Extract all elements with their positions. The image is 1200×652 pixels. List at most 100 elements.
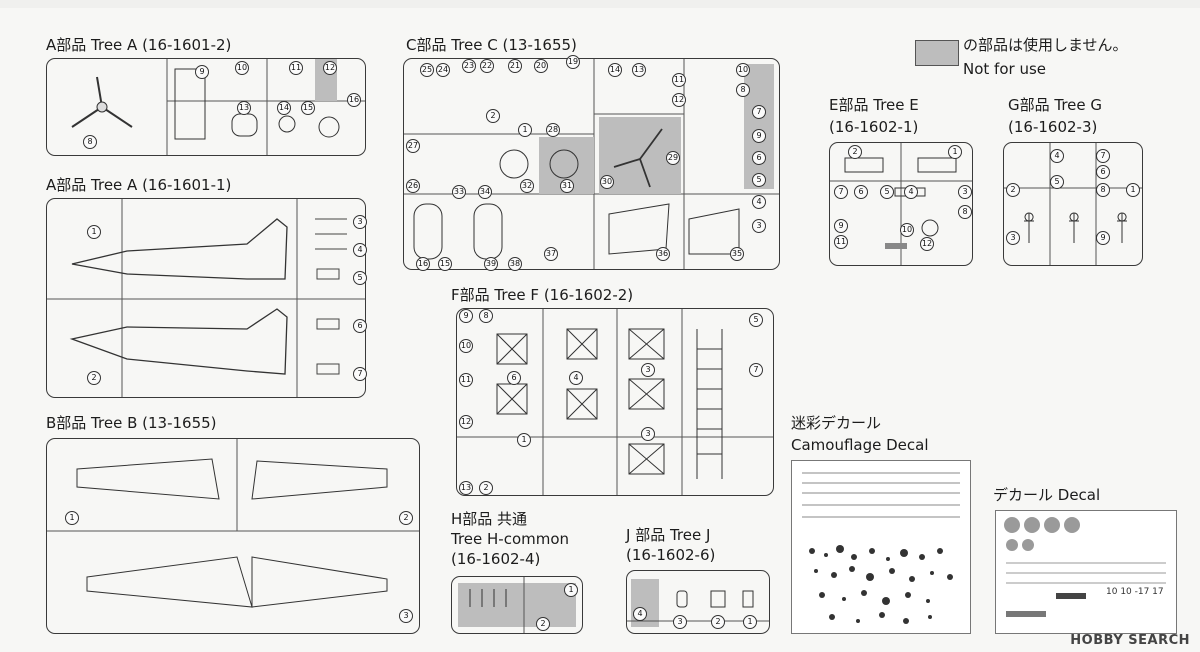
part-num: 13 (632, 63, 646, 77)
part-num: 5 (1050, 175, 1064, 189)
roundel-decal (1004, 517, 1020, 533)
tree-a1-title: A部品 Tree A (16-1601-1) (46, 176, 232, 194)
part-num: 1 (518, 123, 532, 137)
tree-g-frame: 4 5 2 7 6 8 3 9 1 (1003, 142, 1143, 266)
part-num: 5 (880, 185, 894, 199)
tree-b-title: B部品 Tree B (13-1655) (46, 414, 217, 432)
tree-h-drawing (458, 577, 576, 633)
part-num: 9 (459, 309, 473, 323)
tree-j-code: (16-1602-6) (626, 546, 716, 564)
not-for-use-swatch (915, 40, 959, 66)
tree-e-title: E部品 Tree E (829, 96, 919, 114)
part-num: 13 (237, 101, 251, 115)
part-num: 3 (641, 427, 655, 441)
part-num: 5 (752, 173, 766, 187)
part-num: 9 (1096, 231, 1110, 245)
part-num: 13 (459, 481, 473, 495)
part-num: 39 (484, 257, 498, 271)
part-num: 2 (536, 617, 550, 631)
part-num: 30 (600, 175, 614, 189)
tree-e-frame: 2 1 3 7 6 5 4 9 8 11 10 12 (829, 142, 973, 266)
part-num: 32 (520, 179, 534, 193)
tree-e-code: (16-1602-1) (829, 118, 919, 136)
tree-c-title: C部品 Tree C (13-1655) (406, 36, 577, 54)
page-top-edge (0, 0, 1200, 8)
part-num: 3 (752, 219, 766, 233)
part-num: 14 (608, 63, 622, 77)
tree-a1-drawing (47, 199, 365, 397)
part-num: 26 (406, 179, 420, 193)
decal-numbers: 10 10 -17 17 (1106, 587, 1164, 597)
part-num: 5 (353, 271, 367, 285)
tree-a2-title: A部品 Tree A (16-1601-2) (46, 36, 232, 54)
part-num: 6 (353, 319, 367, 333)
part-num: 3 (641, 363, 655, 377)
part-num: 10 (900, 223, 914, 237)
part-num: 3 (353, 215, 367, 229)
tree-j-frame: 4 3 2 1 (626, 570, 770, 634)
watermark: HOBBY SEARCH (1070, 633, 1190, 648)
part-num: 20 (534, 59, 548, 73)
part-num: 12 (920, 237, 934, 251)
part-num: 2 (479, 481, 493, 495)
tree-c-drawing (404, 59, 779, 269)
part-num: 6 (1096, 165, 1110, 179)
part-num: 2 (87, 371, 101, 385)
part-num: 3 (1006, 231, 1020, 245)
part-num: 5 (749, 313, 763, 327)
part-num: 21 (508, 59, 522, 73)
camo-decal-en: Camouflage Decal (791, 436, 929, 454)
tree-a1-frame: 1 2 3 4 5 6 7 (46, 198, 367, 398)
part-num: 8 (958, 205, 972, 219)
part-num: 4 (633, 607, 647, 621)
part-num: 10 (459, 339, 473, 353)
tree-h-frame: 1 2 (451, 576, 583, 634)
roundel-decal (1064, 517, 1080, 533)
tree-h-sub: Tree H-common (451, 530, 570, 548)
part-num: 1 (87, 225, 101, 239)
part-num: 8 (83, 135, 97, 149)
part-num: 1 (65, 511, 79, 525)
legend-en: Not for use (963, 60, 1046, 78)
part-num: 23 (462, 59, 476, 73)
part-num: 12 (459, 415, 473, 429)
part-num: 11 (289, 61, 303, 75)
part-num: 28 (546, 123, 560, 137)
part-num: 16 (416, 257, 430, 271)
part-num: 4 (569, 371, 583, 385)
part-num: 22 (480, 59, 494, 73)
part-num: 35 (730, 247, 744, 261)
roundel-decal (1006, 539, 1018, 551)
part-num: 9 (195, 65, 209, 79)
part-num: 7 (353, 367, 367, 381)
tree-c-frame: 25 24 23 22 21 20 19 14 13 11 12 10 8 7 … (403, 55, 780, 271)
part-num: 10 (235, 61, 249, 75)
part-num: 4 (752, 195, 766, 209)
part-num: 16 (347, 93, 361, 107)
tree-b-frame: 1 2 3 (46, 438, 420, 634)
part-num: 3 (399, 609, 413, 623)
part-num: 7 (834, 185, 848, 199)
part-num: 9 (834, 219, 848, 233)
roundel-decal (1044, 517, 1060, 533)
part-num: 27 (406, 139, 420, 153)
tree-e-drawing (830, 143, 972, 265)
roundel-decal (1022, 539, 1034, 551)
part-num: 8 (479, 309, 493, 323)
part-num: 6 (507, 371, 521, 385)
part-num: 36 (656, 247, 670, 261)
part-num: 3 (958, 185, 972, 199)
tree-g-drawing (1004, 143, 1142, 265)
part-num: 9 (752, 129, 766, 143)
tree-h-title: H部品 共通 (451, 510, 528, 528)
part-num: 33 (452, 185, 466, 199)
part-num: 1 (564, 583, 578, 597)
part-num: 2 (486, 109, 500, 123)
tree-j-title: J 部品 Tree J (626, 526, 711, 544)
part-num: 1 (1126, 183, 1140, 197)
part-num: 4 (353, 243, 367, 257)
decal-title: デカール Decal (993, 486, 1101, 504)
part-num: 34 (478, 185, 492, 199)
camouflage-decal-art (802, 472, 960, 624)
part-num: 2 (1006, 183, 1020, 197)
